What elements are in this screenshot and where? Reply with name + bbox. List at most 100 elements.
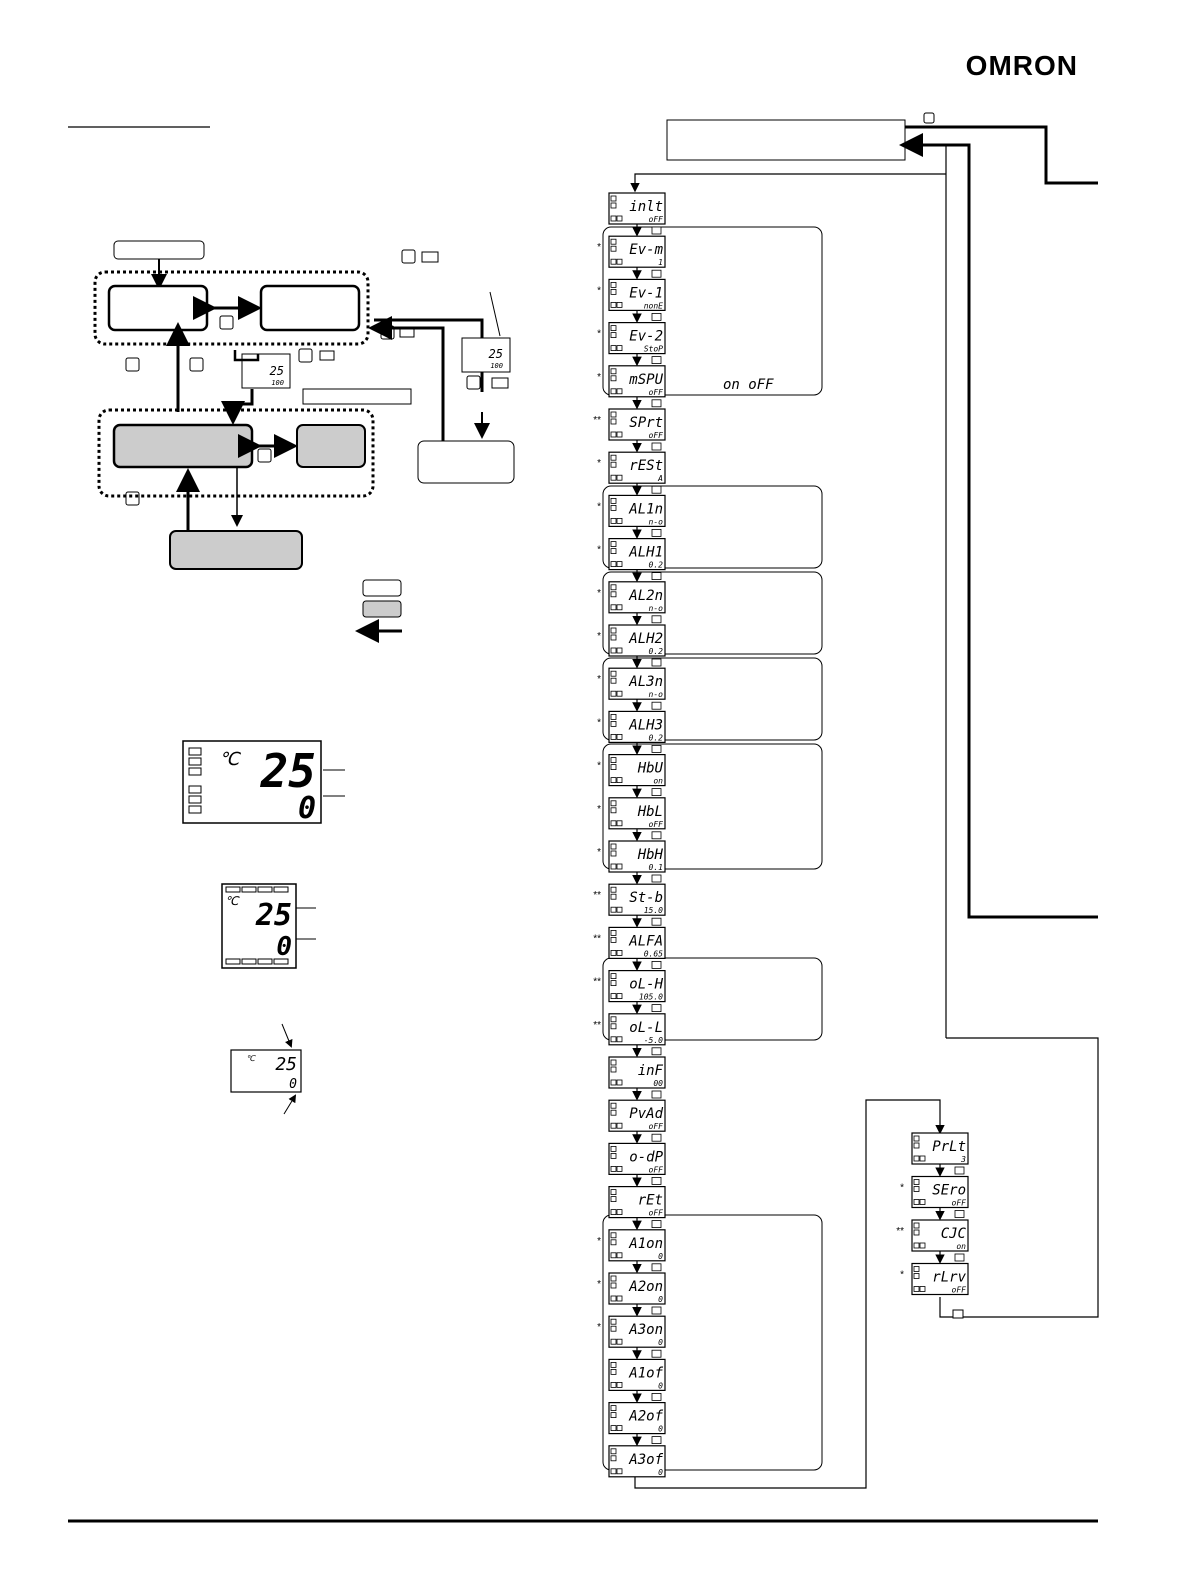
seq-param-name: AL1n (628, 501, 663, 517)
seq-param-mark: * (597, 545, 601, 556)
key-icon (219, 315, 234, 330)
seq-param-value: oFF (649, 431, 664, 440)
seq-param-value: 00 (653, 1079, 663, 1088)
omron-logo: OMRON (966, 50, 1078, 81)
seq-param-value: n-o (649, 604, 664, 613)
seq-param-name: ALH2 (628, 631, 663, 647)
seq-param-value: oFF (649, 215, 664, 224)
mode-key-icon (421, 251, 439, 263)
seq-param-name: oL-H (629, 977, 663, 993)
seq-param-value: nonE (644, 301, 663, 310)
svg-text:0: 0 (298, 791, 316, 826)
controller-display-side (461, 337, 511, 373)
seq-param-name: A3of (628, 1452, 663, 1468)
seq-param-mark: * (597, 717, 601, 728)
seq-param-name: HbU (637, 761, 664, 777)
seq-param-value: 1 (658, 258, 663, 267)
svg-text:25: 25 (275, 1054, 297, 1075)
seq-param-value: on (653, 777, 663, 786)
seq-param-mark: * (597, 804, 601, 815)
seq-param-value: StoP (644, 345, 663, 354)
mode-key-icon (491, 377, 509, 389)
seq-param-mark: * (597, 588, 601, 599)
seq-param-mark: * (597, 242, 601, 253)
seq-param-name: ALH3 (628, 717, 663, 733)
seq-param-name: ALH1 (628, 545, 663, 561)
seq-param-value: A (657, 474, 663, 483)
seq-param-mark: ** (593, 890, 601, 901)
key-icon (466, 375, 481, 390)
seq-param-value: n-o (649, 690, 664, 699)
on-off-note: on oFF (723, 377, 774, 393)
seq-param-value: oFF (649, 1209, 664, 1218)
seq-param-value: 0.2 (649, 647, 664, 656)
seq-param-name: A1of (628, 1365, 663, 1381)
svg-text:100: 100 (271, 379, 284, 387)
seq-param-display: oL-L-5.0** (593, 1013, 666, 1046)
seq-param-name: HbH (637, 847, 664, 863)
seq-param-display: St-b15.0** (593, 883, 666, 916)
seq-param-name: A2on (628, 1279, 663, 1295)
key-icon (257, 448, 272, 463)
seq-param-mark: * (597, 761, 601, 772)
seq-param-mark: * (597, 631, 601, 642)
seq-param-mark: ** (593, 1020, 601, 1031)
mode-diagram: 25 100 25 100 (93, 240, 515, 643)
right-seq-param-value: 3 (960, 1155, 966, 1164)
seq-param-mark: * (597, 847, 601, 858)
note-box (302, 388, 412, 405)
svg-text:25: 25 (270, 364, 284, 378)
seq-param-name: Ev-1 (629, 285, 663, 301)
svg-text:100: 100 (490, 362, 503, 370)
seq-param-mark: * (597, 1236, 601, 1247)
mid-display: ℃ 25 0 (221, 883, 316, 969)
key-icon (923, 112, 935, 124)
seq-param-name: oL-L (629, 1020, 663, 1036)
seq-param-mark: * (597, 329, 601, 340)
seq-param-value: 0 (658, 1468, 663, 1477)
svg-text:25: 25 (260, 744, 316, 798)
power-on-box (113, 240, 205, 260)
small-display: ℃ 25 0 (230, 1023, 302, 1115)
parameter-group-frames (602, 226, 823, 1471)
seq-param-mark: ** (593, 415, 601, 426)
seq-param-value: 105.0 (639, 993, 663, 1002)
protect-level-box (417, 440, 515, 484)
advanced-function-level-box (169, 530, 303, 570)
operation-level-box (107, 284, 209, 332)
seq-param-name: A2of (628, 1409, 663, 1425)
svg-text:0: 0 (276, 932, 292, 962)
right-seq-param-mark: * (900, 1270, 904, 1281)
svg-text:℃: ℃ (219, 749, 241, 770)
seq-param-mark: * (597, 1279, 601, 1290)
right-seq-param-value: on (956, 1242, 966, 1251)
seq-param-value: oFF (649, 1165, 664, 1174)
seq-param-value: 0.2 (649, 733, 664, 742)
right-seq-param-name: PrLt (932, 1139, 966, 1155)
seq-param-name: AL2n (628, 588, 663, 604)
key-icon (125, 357, 140, 372)
level-header-box (666, 119, 906, 161)
seq-param-mark: * (597, 458, 601, 469)
right-seq-param-name: SEro (932, 1183, 966, 1199)
